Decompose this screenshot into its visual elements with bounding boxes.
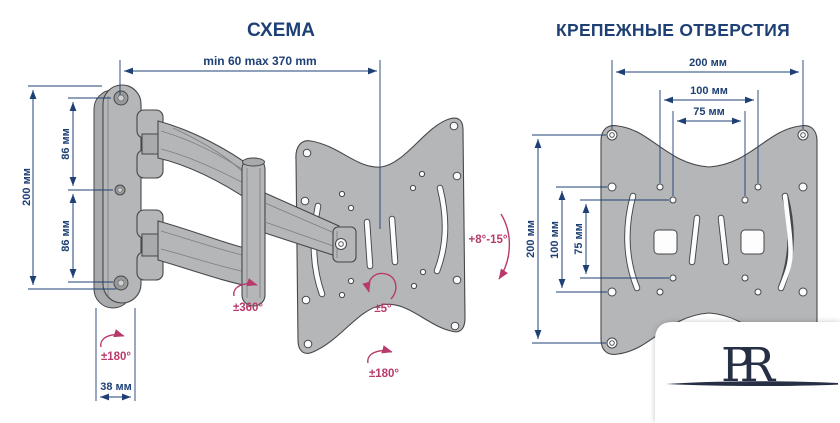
- holes-dimensions: 200 мм 100 мм 75 мм 200 мм 100 мм 75 мм: [525, 57, 804, 344]
- dim-extension-label: min 60 max 370 mm: [203, 54, 316, 68]
- rot-arm-swivel-label: ±360°: [233, 302, 263, 314]
- rot-plate-rotate-label: ±5°: [374, 303, 392, 315]
- schema-dimensions: min 60 max 370 mm 200 мм 86 мм 86 мм 38 …: [21, 54, 381, 401]
- brand-logo-card: PR: [655, 322, 840, 423]
- wall-bracket-drawing: [93, 84, 266, 309]
- lower-hinge: [136, 209, 164, 281]
- rot-plate-swivel-label: ±180°: [369, 368, 399, 380]
- dim-h75-label: 75 мм: [693, 106, 725, 118]
- dim-depth-label: 38 мм: [100, 381, 132, 393]
- logo-underline-swoosh: [666, 381, 838, 387]
- plate-clamp: [332, 226, 357, 263]
- vesa-holes-schema: [300, 121, 462, 349]
- dim-v200-label: 200 мм: [525, 220, 537, 258]
- lower-arm: [157, 220, 254, 288]
- dim-v100-label: 100 мм: [549, 221, 561, 259]
- dim-lower-hole-label: 86 мм: [60, 220, 72, 252]
- schema-title: СХЕМА: [247, 20, 315, 41]
- dim-upper-hole-label: 86 мм: [60, 128, 72, 160]
- tv-plate-schema: [295, 117, 466, 354]
- rot-wall-swivel-label: ±180°: [101, 351, 131, 363]
- rot-tilt-range-label: +8°-15°: [469, 234, 508, 246]
- mounting-holes-title: КРЕПЕЖНЫЕ ОТВЕРСТИЯ: [556, 20, 790, 40]
- dim-h100-label: 100 мм: [690, 85, 728, 97]
- dim-h200-label: 200 мм: [689, 57, 727, 69]
- rotation-annotations: ±180° ±360° ±5° ±180° +8°-15°: [100, 213, 511, 380]
- tv-plate-holes-view: [600, 125, 818, 355]
- dim-plate-height-label: 200 мм: [21, 168, 33, 206]
- vesa-hole-grid: [606, 129, 809, 349]
- elbow-joint: [241, 157, 266, 307]
- upper-arm: [157, 120, 254, 205]
- dim-v75-label: 75 мм: [573, 223, 585, 255]
- logo-card-background: [655, 322, 840, 423]
